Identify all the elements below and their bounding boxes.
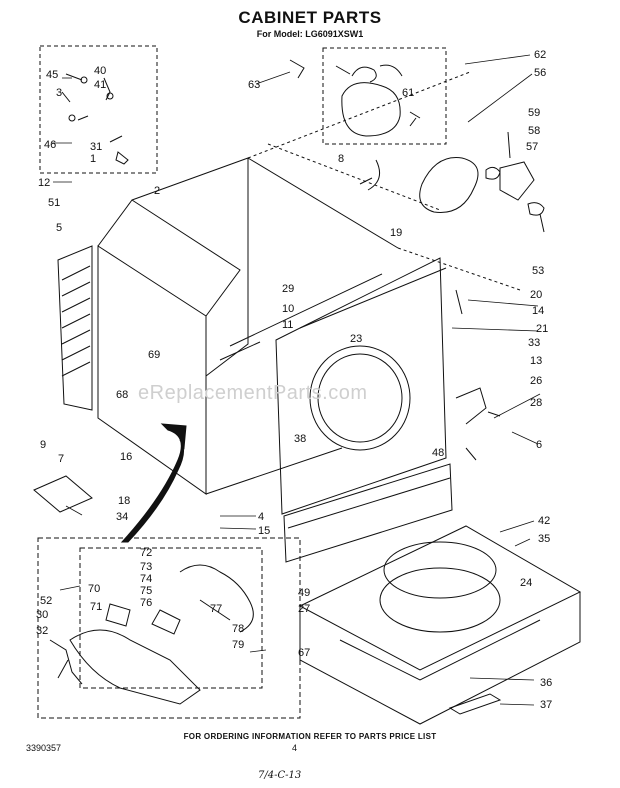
callout-12: 12 xyxy=(38,177,50,189)
callout-58: 58 xyxy=(528,125,540,137)
callout-26: 26 xyxy=(530,375,542,387)
rear-vent-panel xyxy=(57,245,93,411)
cabinet-left-panel xyxy=(97,245,207,495)
callout-68: 68 xyxy=(116,389,128,401)
inset-box-small-parts xyxy=(39,45,158,174)
callout-76: 76 xyxy=(140,597,152,609)
callout-20: 20 xyxy=(530,289,542,301)
callout-53: 53 xyxy=(532,265,544,277)
callout-23: 23 xyxy=(350,333,362,345)
callout-71: 71 xyxy=(90,601,102,613)
callout-72: 72 xyxy=(140,547,152,559)
callout-7: 7 xyxy=(58,453,64,465)
callout-61: 61 xyxy=(402,87,414,99)
callout-35: 35 xyxy=(538,533,550,545)
callout-38: 38 xyxy=(294,433,306,445)
callout-8: 8 xyxy=(338,153,344,165)
callout-49: 49 xyxy=(298,587,310,599)
ordering-note: FOR ORDERING INFORMATION REFER TO PARTS … xyxy=(183,732,437,741)
inset-box-gas-valve xyxy=(37,537,301,719)
callout-9: 9 xyxy=(40,439,46,451)
callout-41: 41 xyxy=(94,79,106,91)
callout-79: 79 xyxy=(232,639,244,651)
callout-70: 70 xyxy=(88,583,100,595)
callout-28: 28 xyxy=(530,397,542,409)
drive-belt xyxy=(419,157,479,213)
callout-74: 74 xyxy=(140,573,152,585)
callout-69: 69 xyxy=(148,349,160,361)
callout-37: 37 xyxy=(540,699,552,711)
callout-10: 10 xyxy=(282,303,294,315)
toe-panel xyxy=(283,463,453,563)
callout-4: 4 xyxy=(258,511,264,523)
callout-73: 73 xyxy=(140,561,152,573)
callout-19: 19 xyxy=(390,227,402,239)
callout-75: 75 xyxy=(140,585,152,597)
watermark: eReplacementParts.com xyxy=(138,382,368,404)
callout-46: 46 xyxy=(44,139,56,151)
callout-51: 51 xyxy=(48,197,60,209)
callout-29: 29 xyxy=(282,283,294,295)
document-number: 3390357 xyxy=(26,743,62,753)
callout-24: 24 xyxy=(520,577,532,589)
model-subtitle: For Model: LG6091XSW1 xyxy=(256,29,364,39)
callout-33: 33 xyxy=(528,337,540,349)
callout-1: 1 xyxy=(90,153,96,165)
callout-77: 77 xyxy=(210,603,222,615)
callout-27: 27 xyxy=(298,603,310,615)
callout-48: 48 xyxy=(432,447,444,459)
curved-arrow xyxy=(120,423,187,543)
callout-36: 36 xyxy=(540,677,552,689)
page-number: 4 xyxy=(292,743,298,753)
callout-62: 62 xyxy=(534,49,546,61)
callout-34: 34 xyxy=(116,511,128,523)
callout-32: 32 xyxy=(36,625,48,637)
callout-21: 21 xyxy=(536,323,548,335)
callout-13: 13 xyxy=(530,355,542,367)
callout-5: 5 xyxy=(56,222,62,234)
callout-18: 18 xyxy=(118,495,130,507)
callout-56: 56 xyxy=(534,67,546,79)
callout-31: 31 xyxy=(90,141,102,153)
callout-78: 78 xyxy=(232,623,244,635)
callout-67: 67 xyxy=(298,647,310,659)
callout-63: 63 xyxy=(248,79,260,91)
diagram-title: CABINET PARTS xyxy=(238,8,382,27)
callout-3: 3 xyxy=(56,87,62,99)
callout-52: 52 xyxy=(40,595,52,607)
cabinet-back-panel xyxy=(131,157,249,377)
callout-16: 16 xyxy=(120,451,132,463)
front-panel xyxy=(275,257,447,515)
callout-45: 45 xyxy=(46,69,58,81)
callout-15: 15 xyxy=(258,525,270,537)
callout-11: 11 xyxy=(282,319,293,331)
inset-box-motor xyxy=(322,47,447,145)
callout-40: 40 xyxy=(94,65,106,77)
callout-59: 59 xyxy=(528,107,540,119)
callout-57: 57 xyxy=(526,141,538,153)
callout-42: 42 xyxy=(538,515,550,527)
callout-30: 30 xyxy=(36,609,48,621)
callout-2: 2 xyxy=(154,185,160,197)
handwritten-note: 7/4-C-13 xyxy=(258,770,302,781)
callout-6: 6 xyxy=(536,439,542,451)
callout-14: 14 xyxy=(532,305,544,317)
